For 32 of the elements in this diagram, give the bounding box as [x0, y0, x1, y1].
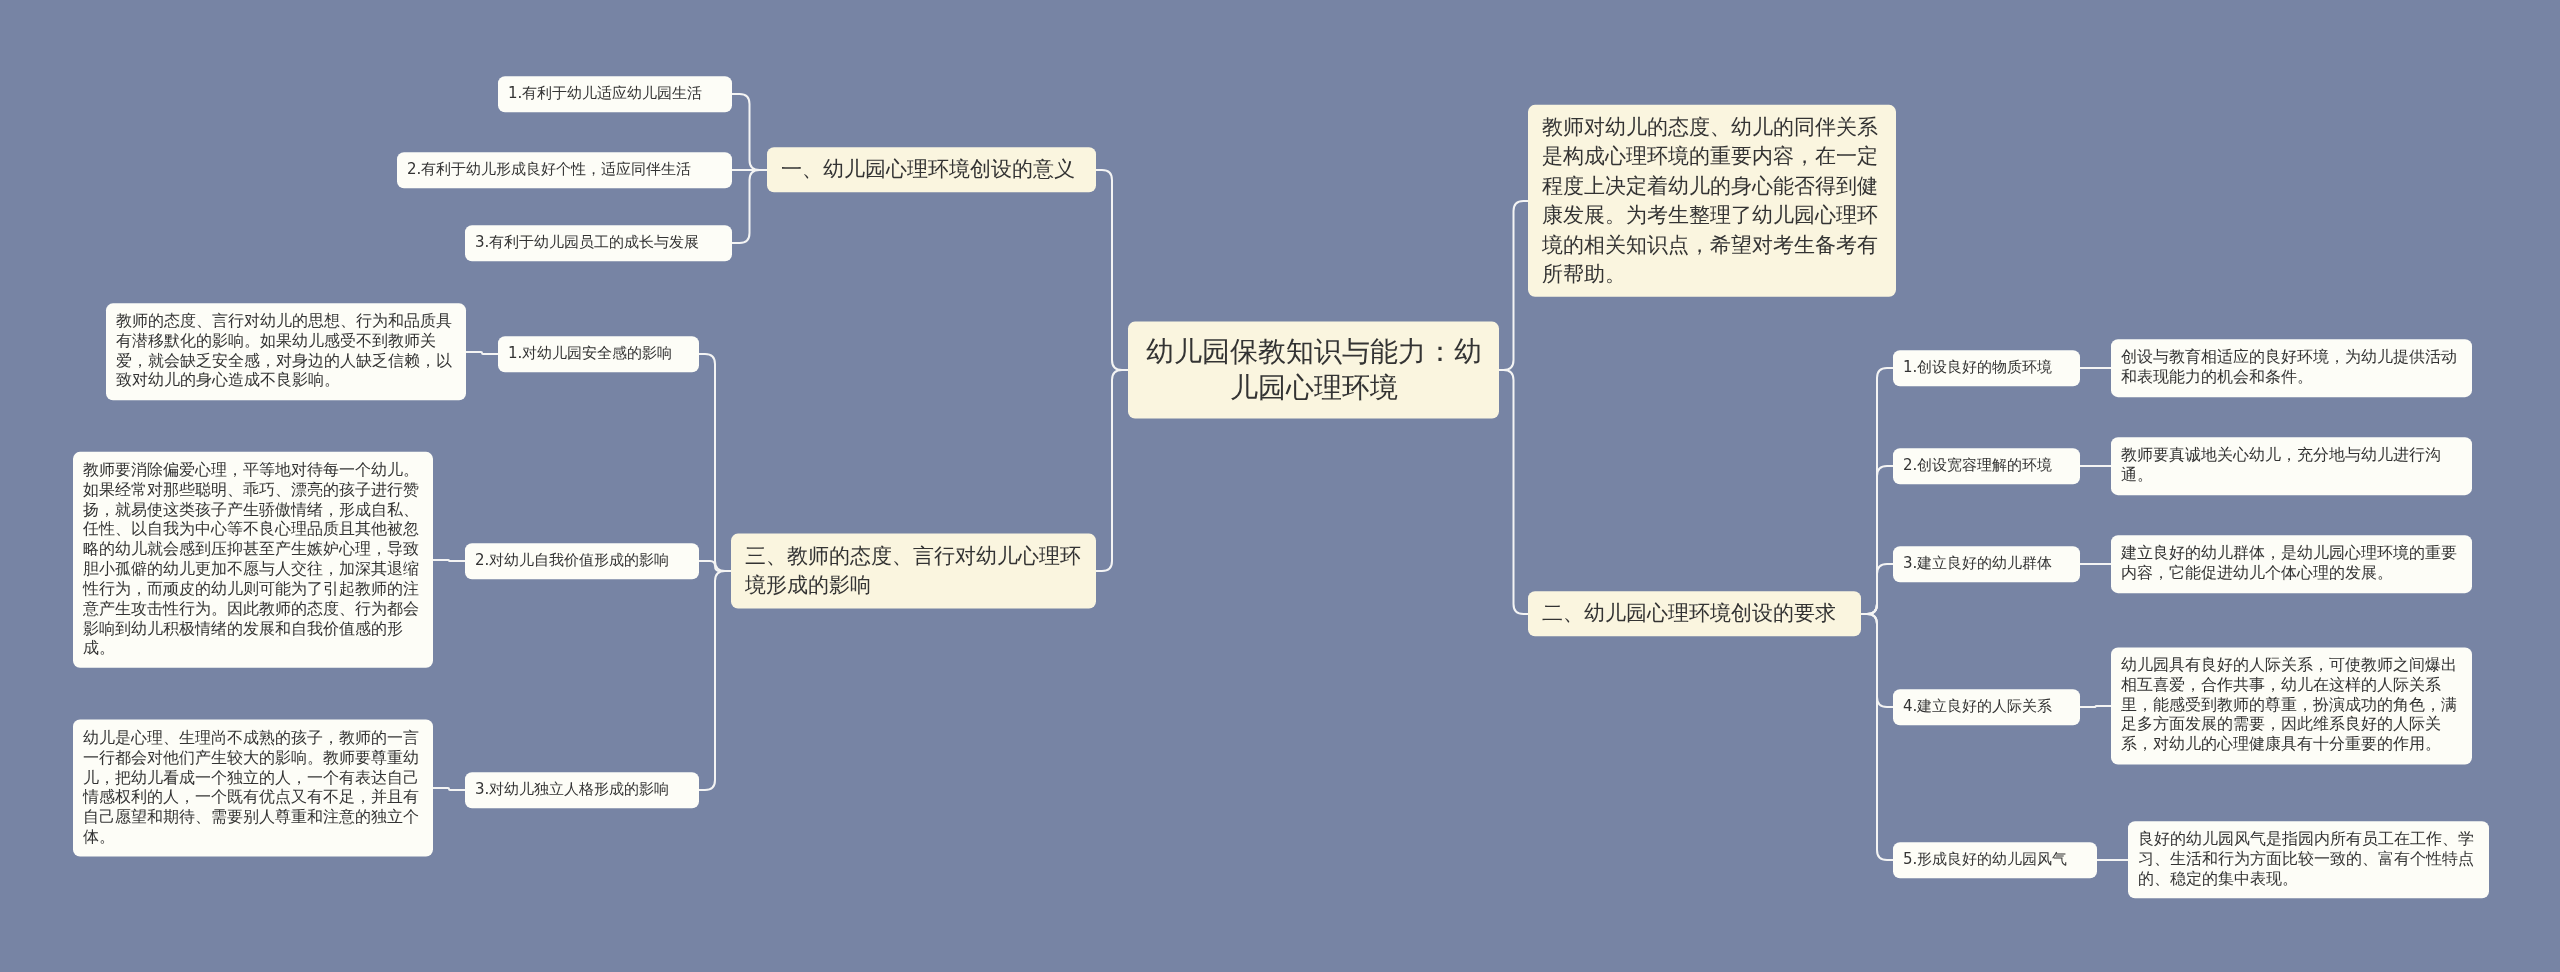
- note-box: 教师要消除偏爱心理，平等地对待每一个幼儿。如果经常对那些聪明、乖巧、漂亮的孩子进行赞扬，就易使这类孩子产生骄傲情绪，形成自私、任性、以自我为中心等不良心理品质且其他被忽略的幼儿就会感到压抑甚至产生嫉妒心理，导致胆小孤僻的幼儿更加不愿与人交往，加深其退缩性行为，而顽皮的幼儿则可能为了引起教师的注意产生攻击性行为。因此教师的态度、行为都会影响到幼儿积极情绪的发展和自我价值感的形成。: [73, 451, 433, 669]
- connector-line: [2079, 465, 2112, 467]
- central-topic-box: 幼儿园保教知识与能力：幼儿园心理环境: [1128, 321, 1499, 419]
- connector-line: [432, 787, 466, 791]
- subtopic-box: 1.有利于幼儿适应幼儿园生活: [498, 76, 732, 112]
- connector-line: [2079, 705, 2112, 708]
- subtopic-box: 2.创设宽容理解的环境: [1893, 448, 2080, 484]
- subtopic-box: 3.对幼儿独立人格形成的影响: [465, 772, 699, 808]
- subtopic-box: 3.有利于幼儿园员工的成长与发展: [465, 225, 732, 261]
- connector-line: [2096, 859, 2129, 861]
- subtopic-box: 1.创设良好的物质环境: [1893, 350, 2080, 386]
- connector-line: [2079, 367, 2112, 369]
- subtopic-box: 3.建立良好的幼儿群体: [1893, 546, 2080, 582]
- note-box: 建立良好的幼儿群体，是幼儿园心理环境的重要内容，它能促进幼儿个体心理的发展。: [2111, 535, 2472, 593]
- connector-line: [465, 351, 499, 355]
- note-box: 良好的幼儿园风气是指园内所有员工在工作、学习、生活和行为方面比较一致的、富有个性特点的、稳定的集中表现。: [2128, 821, 2489, 899]
- note-box: 教师要真诚地关心幼儿，充分地与幼儿进行沟通。: [2111, 437, 2472, 495]
- subtopic-box: 2.对幼儿自我价值形成的影响: [465, 543, 699, 579]
- note-box: 创设与教育相适应的良好环境，为幼儿提供活动和表现能力的机会和条件。: [2111, 339, 2472, 397]
- branch-topic-box: 教师对幼儿的态度、幼儿的同伴关系是构成心理环境的重要内容，在一定程度上决定着幼儿的身心能否得到健康发展。为考生整理了幼儿园心理环境的相关知识点，希望对考生备考有所帮助。: [1528, 104, 1896, 298]
- subtopic-box: 2.有利于幼儿形成良好个性，适应同伴生活: [397, 152, 732, 188]
- branch-topic-box: 三、教师的态度、言行对幼儿心理环境形成的影响: [731, 533, 1096, 609]
- note-box: 幼儿是心理、生理尚不成熟的孩子，教师的一言一行都会对他们产生较大的影响。教师要尊重幼儿，把幼儿看成一个独立的人，一个有表达自己情感权利的人，一个既有优点又有不足，并且有自己愿望和期待、需要别人尊重和注意的独立个体。: [73, 719, 433, 857]
- subtopic-box: 1.对幼儿园安全感的影响: [498, 336, 699, 372]
- subtopic-box: 4.建立良好的人际关系: [1893, 689, 2080, 725]
- branch-topic-box: 二、幼儿园心理环境创设的要求: [1528, 591, 1861, 637]
- branch-topic-box: 一、幼儿园心理环境创设的意义: [767, 147, 1096, 193]
- note-box: 教师的态度、言行对幼儿的思想、行为和品质具有潜移默化的影响。如果幼儿感受不到教师关爱，就会缺乏安全感，对身边的人缺乏信赖，以致对幼儿的身心造成不良影响。: [106, 303, 466, 401]
- note-box: 幼儿园具有良好的人际关系，可使教师之间爆出相互喜爱，合作共事，幼儿在这样的人际关系里，能感受到教师的尊重，扮演成功的角色，满足多方面发展的需要，因此维系良好的人际关系，对幼儿的心理健康具有十分重要的作用。: [2111, 647, 2472, 765]
- connector-line: [432, 559, 466, 562]
- connector-line: [2079, 563, 2112, 565]
- subtopic-box: 5.形成良好的幼儿园风气: [1893, 842, 2097, 878]
